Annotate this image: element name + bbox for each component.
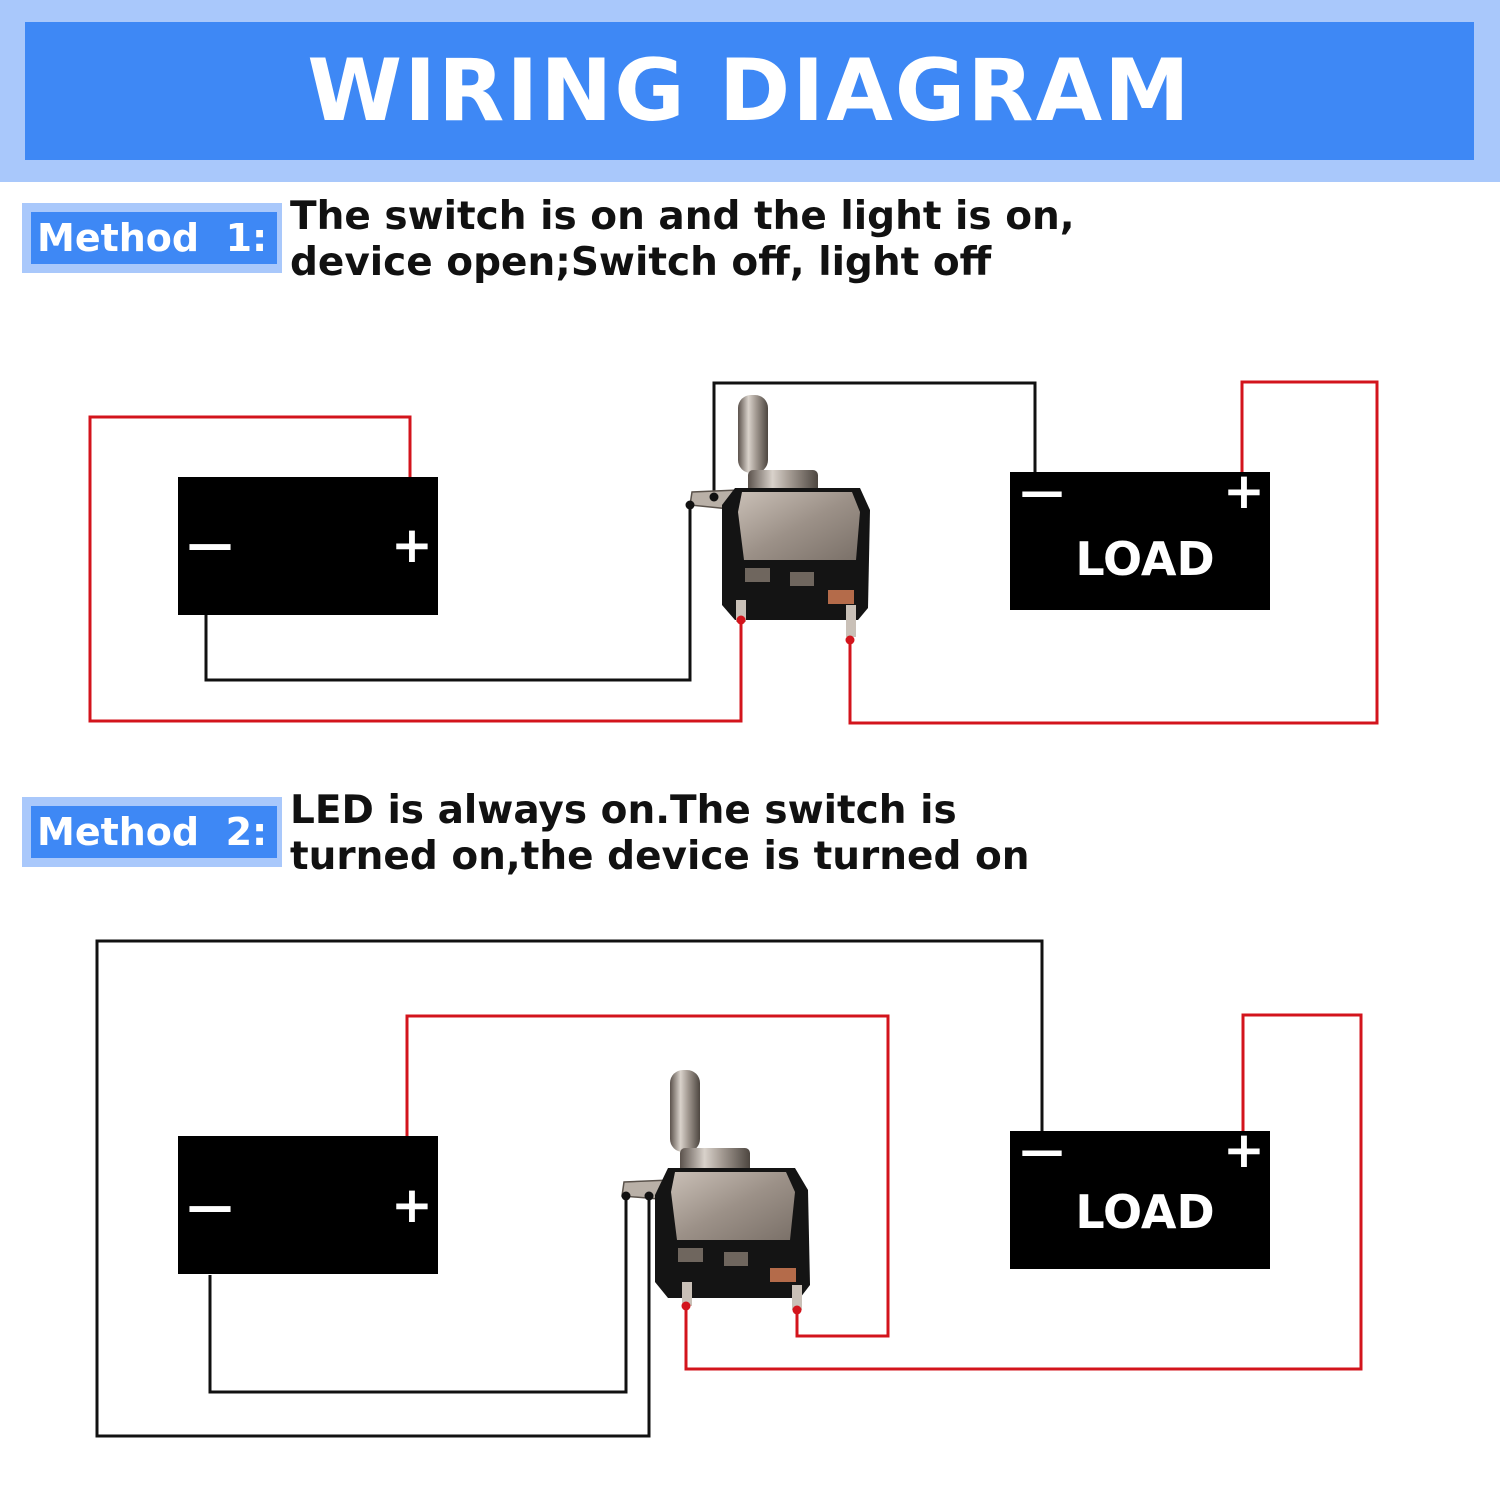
battery-plus-sign: + [391,516,433,574]
switch-pin [792,1285,802,1310]
switch-lever [738,395,768,473]
terminal-dot [621,1191,631,1201]
battery-minus-sign: — [187,1179,233,1233]
method1-toggle-switch [685,395,870,645]
method1-tag: Method 1: [22,203,282,273]
wire-red [88,415,743,723]
wire-black [204,505,692,682]
load-minus-sign: — [1020,466,1064,517]
method2-description: LED is always on.The switch is turned on… [290,788,1030,880]
wire-black [95,939,1044,1438]
terminal-dot [644,1191,654,1201]
wire-black [712,381,1037,497]
page-title: WIRING DIAGRAM [307,41,1192,141]
switch-metal-plate [671,1172,795,1240]
load-label: LOAD [1075,1185,1214,1239]
terminal-dot [681,1301,691,1311]
load-body [1010,472,1270,610]
method2-line1: LED is always on.The switch is [290,788,957,833]
method2-tag: Method 2: [22,797,282,867]
method2-toggle-switch [621,1070,810,1315]
terminal-dot [792,1305,802,1315]
method1-battery: — + [178,477,438,615]
battery-body [178,1136,438,1274]
load-plus-sign: + [1223,1121,1265,1179]
terminal-dot [845,635,855,645]
wire-red [684,1013,1363,1371]
wire-red [848,380,1379,725]
switch-terminal [678,1248,703,1262]
switch-bushing [680,1148,750,1173]
method2-line2: turned on,the device is turned on [290,834,1030,879]
switch-lever [670,1070,700,1152]
method2-wires [95,939,1363,1438]
load-minus-sign: — [1020,1125,1064,1176]
method1-line2: device open;Switch off, light off [290,240,992,285]
switch-pin [682,1282,692,1306]
switch-pin [846,605,856,637]
load-plus-sign: + [1223,462,1265,520]
load-body [1010,1131,1270,1269]
load-label: LOAD [1075,532,1214,586]
switch-pin [736,600,746,622]
switch-metal-plate [738,492,860,560]
switch-terminal [828,590,854,604]
battery-plus-sign: + [391,1176,433,1234]
header-banner: WIRING DIAGRAM [25,22,1474,160]
method1-diagram: — + — + LOAD [88,380,1379,725]
method1-wires [88,380,1379,725]
switch-terminal [745,568,770,582]
terminal-dot [709,492,719,502]
method2-battery: — + [178,1136,438,1274]
method2-diagram: — + — + LOAD [95,939,1363,1438]
wire-red [405,1014,890,1338]
method2-load: — + LOAD [1010,1121,1270,1269]
switch-terminal [724,1252,748,1266]
method1-line1: The switch is on and the light is on, [290,194,1075,239]
method1-description: The switch is on and the light is on, de… [290,194,1075,286]
terminal-dot [685,500,695,510]
method1-load: — + LOAD [1010,462,1270,610]
switch-terminal [790,572,814,586]
header-band: WIRING DIAGRAM [0,0,1500,182]
method2-tag-label: Method 2: [31,806,277,858]
switch-terminal [770,1268,796,1282]
battery-minus-sign: — [187,517,233,571]
terminal-dot [736,615,746,625]
battery-body [178,477,438,615]
method1-tag-label: Method 1: [31,212,277,264]
wire-black [208,1196,628,1394]
